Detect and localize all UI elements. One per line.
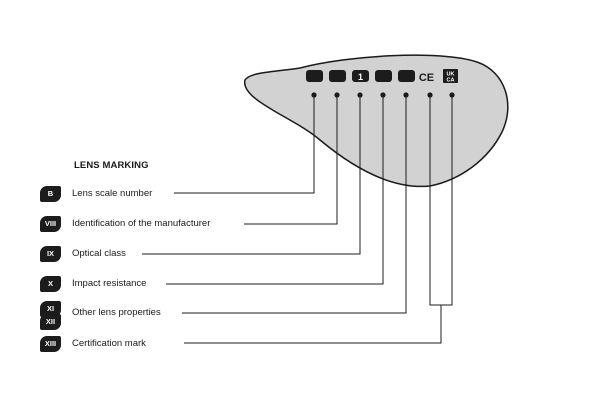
leader-manufacturer xyxy=(244,97,338,225)
ukca-mark-top: UK xyxy=(447,72,455,78)
lens-markings: 1 CE UK CA xyxy=(306,69,458,84)
leader-dots xyxy=(311,92,455,98)
badge-viii: VIII xyxy=(40,216,61,232)
mark-lens-scale xyxy=(306,70,323,82)
dot-other-properties xyxy=(403,92,409,98)
lens-shape xyxy=(244,54,509,188)
dot-manufacturer xyxy=(334,92,340,98)
leader-certification xyxy=(184,305,442,344)
label-other-lens-properties: Other lens properties xyxy=(72,307,161,318)
ukca-mark-bottom: CA xyxy=(447,78,455,84)
ce-mark: CE xyxy=(419,72,434,84)
mark-optical-class xyxy=(352,70,369,82)
mark-impact-resistance xyxy=(375,70,392,82)
badge-xiii: XIII xyxy=(40,336,61,352)
dot-impact-resistance xyxy=(380,92,386,98)
label-lens-scale-number: Lens scale number xyxy=(72,188,153,199)
badge-ix: IX xyxy=(40,246,61,262)
leader-optical-class xyxy=(142,97,361,255)
label-manufacturer: Identification of the manufacturer xyxy=(72,218,211,229)
leader-lines xyxy=(142,97,453,344)
dot-ukca-mark xyxy=(449,92,455,98)
dot-optical-class xyxy=(357,92,363,98)
dot-ce-mark xyxy=(427,92,433,98)
dot-lens-scale xyxy=(311,92,317,98)
badge-xi: XI xyxy=(40,301,61,317)
leader-lens-scale xyxy=(174,97,315,194)
leader-other-properties xyxy=(182,97,407,314)
ukca-mark xyxy=(443,69,458,83)
label-optical-class: Optical class xyxy=(72,248,126,259)
label-impact-resistance: Impact resistance xyxy=(72,278,147,289)
mark-other-properties xyxy=(398,70,415,82)
mark-manufacturer xyxy=(329,70,346,82)
badge-xii: XII xyxy=(40,314,61,330)
label-certification-mark: Certification mark xyxy=(72,338,146,349)
diagram-title: LENS MARKING xyxy=(74,160,149,171)
leader-impact-resistance xyxy=(166,97,384,285)
badge-b: B xyxy=(40,186,61,202)
optical-class-digit: 1 xyxy=(358,72,363,82)
badge-x: X xyxy=(40,276,61,292)
